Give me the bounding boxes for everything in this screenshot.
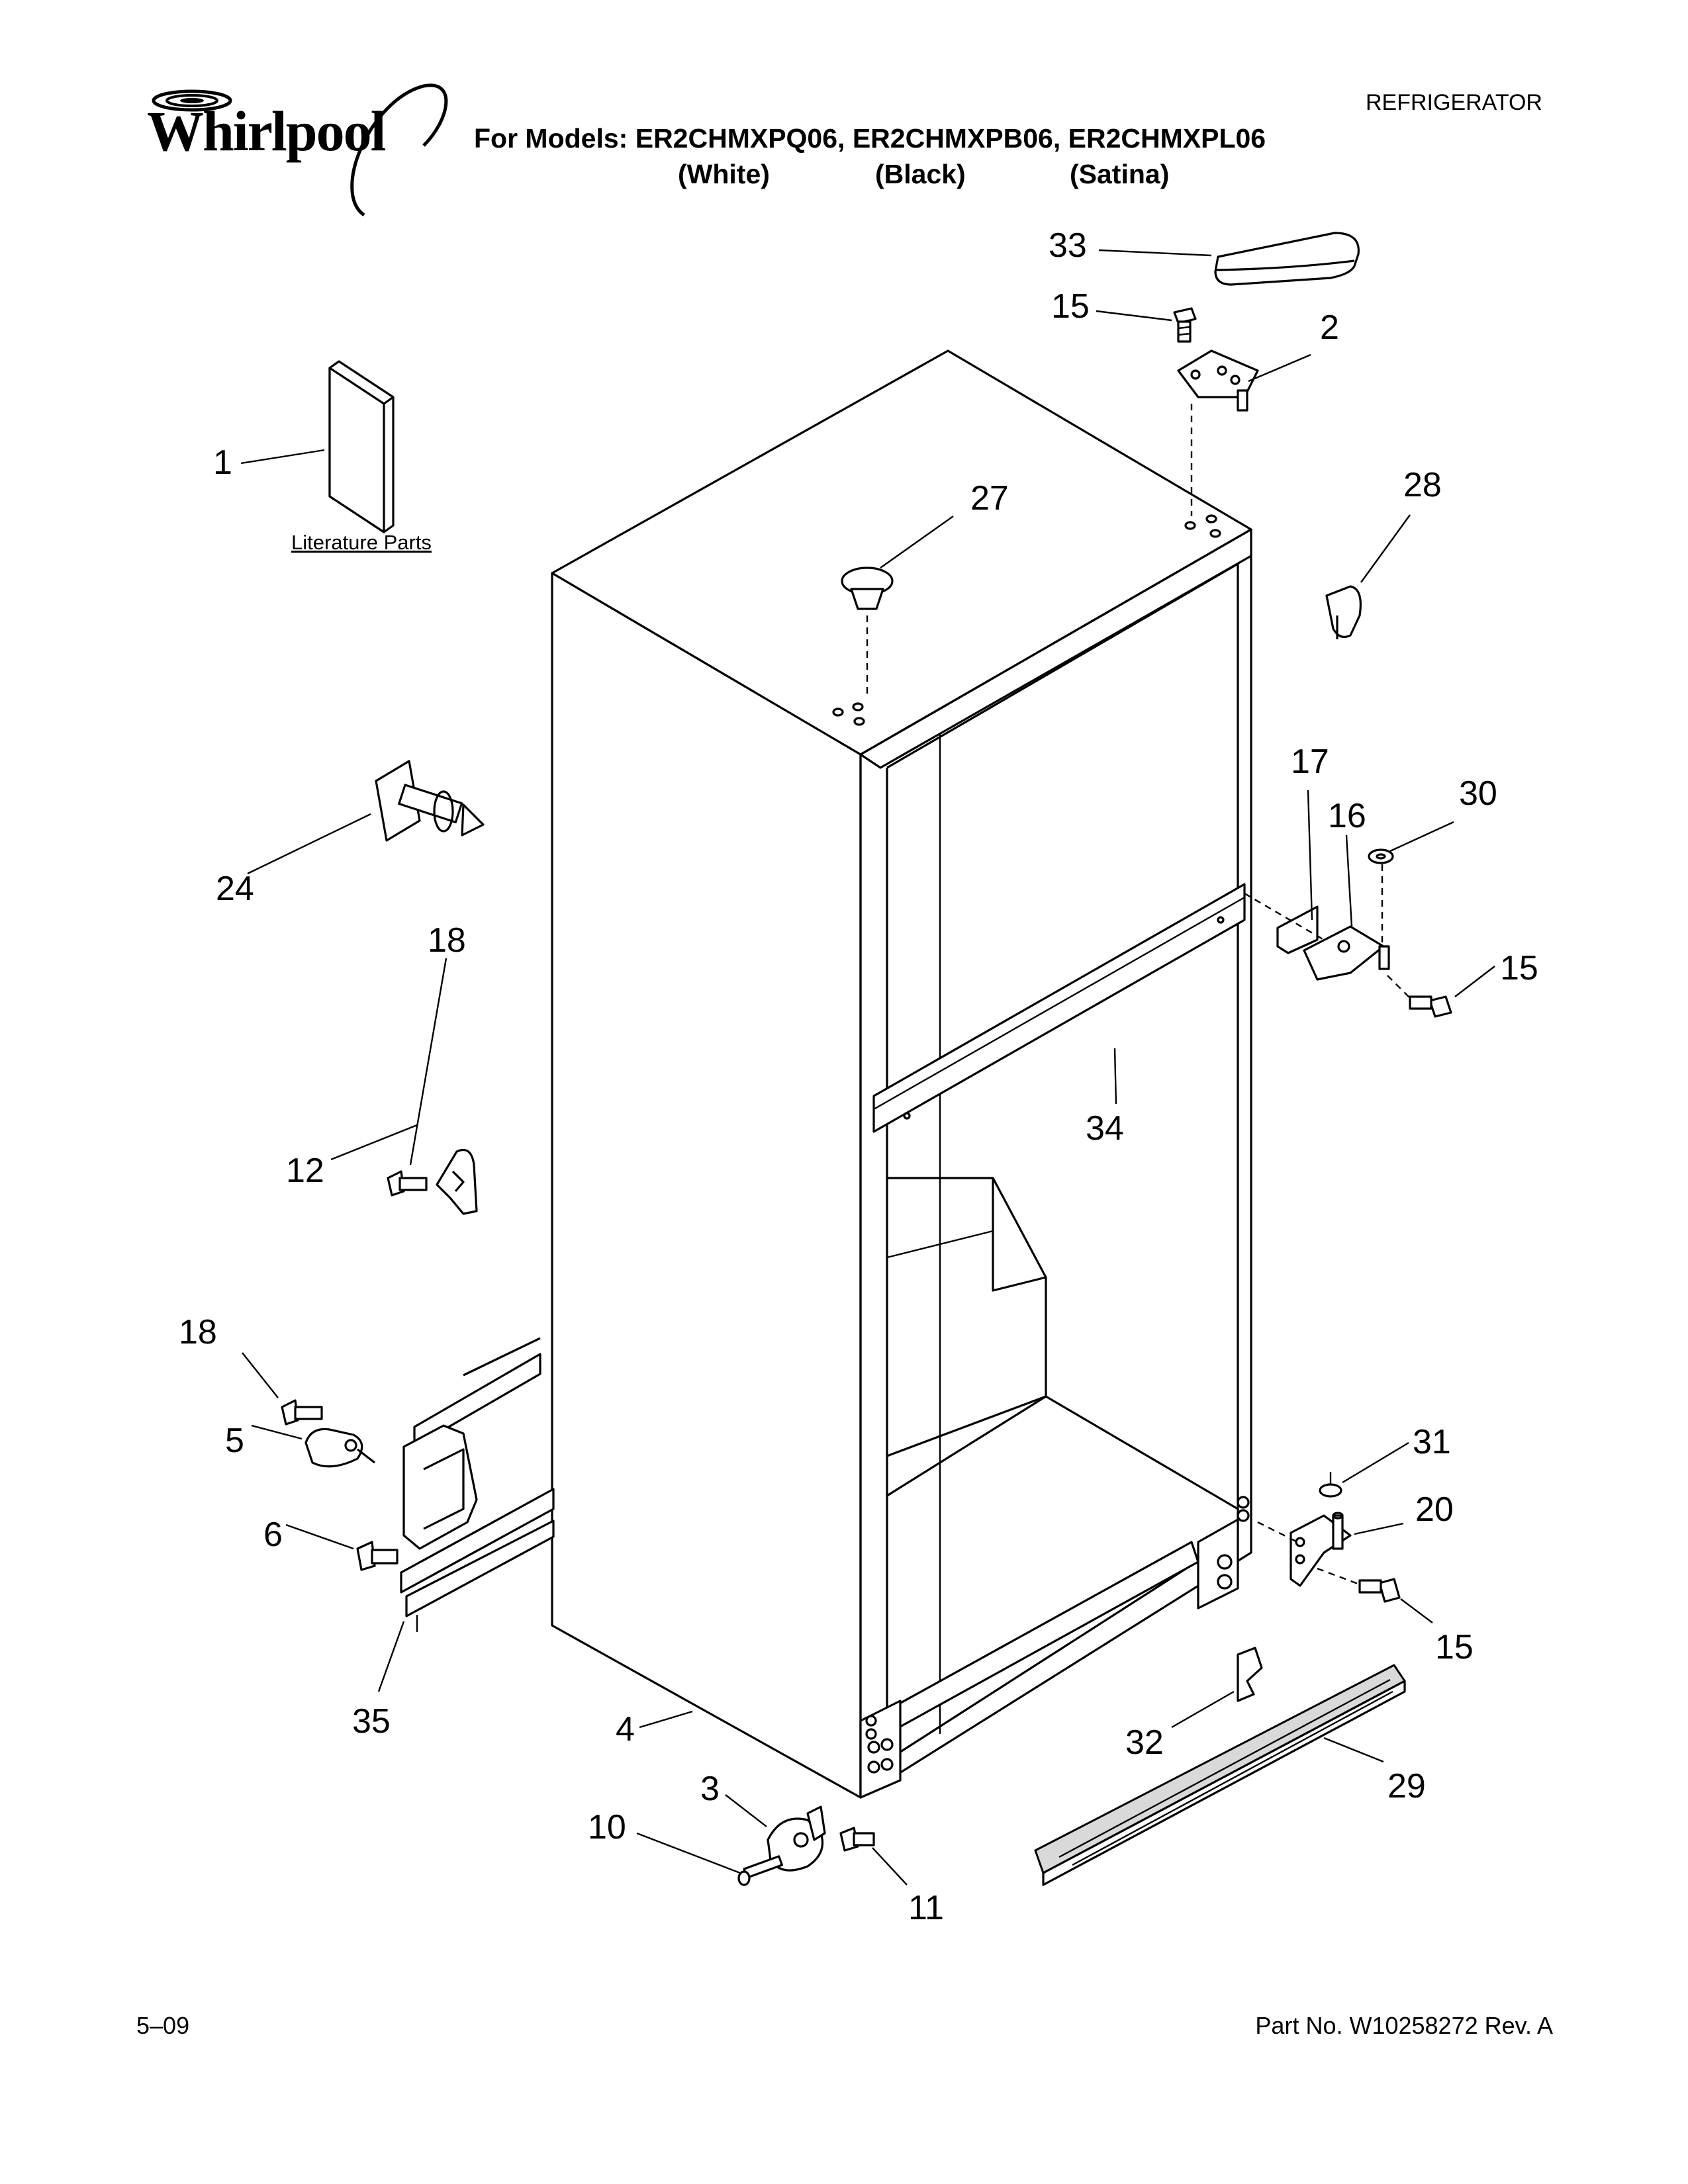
callout-16: 16 [1328, 797, 1366, 835]
screw-part-6 [356, 1541, 399, 1571]
center-hinge-part-16 [1303, 925, 1390, 981]
callout-4: 4 [616, 1710, 635, 1749]
clamp-part-5 [305, 1428, 375, 1468]
callout-11: 11 [908, 1889, 944, 1927]
callout-35: 35 [352, 1702, 391, 1741]
cabinet-part-4 [551, 349, 1252, 1799]
screw-15-top [1173, 307, 1197, 343]
door-stop-part-24 [375, 760, 485, 842]
pin-part-10 [737, 1855, 784, 1886]
callout-10: 10 [588, 1808, 626, 1846]
top-hinge-part-2 [1177, 349, 1259, 516]
plug-button-part-27 [841, 567, 894, 695]
variant-black: (Black) [875, 159, 966, 189]
callout-2: 2 [1320, 308, 1339, 347]
screw-18-lower [281, 1399, 323, 1426]
screw-18-upper [387, 1170, 428, 1197]
category-label: REFRIGERATOR [1366, 90, 1542, 115]
callout-5: 5 [225, 1422, 244, 1460]
callout-12: 12 [286, 1152, 324, 1190]
bracket-part-35 [400, 1337, 555, 1632]
grille-clip-part-32 [1237, 1647, 1263, 1702]
callout-34: 34 [1086, 1109, 1124, 1148]
callout-15-top: 15 [1051, 287, 1090, 326]
callout-27: 27 [970, 479, 1009, 518]
callout-3: 3 [700, 1770, 720, 1808]
variant-white: (White) [678, 159, 770, 189]
clip-part-12 [436, 1148, 478, 1215]
callout-labels: 1 2 3 4 5 6 10 11 12 15 15 15 15 16 17 1… [179, 226, 1538, 1927]
callout-33: 33 [1049, 226, 1087, 265]
callout-31: 31 [1413, 1423, 1451, 1461]
leveling-bracket-part-3 [767, 1805, 826, 1872]
callout-15-middle: 15 [1500, 949, 1538, 987]
hinge-cover-part-33 [1214, 232, 1360, 286]
brand-wordmark: Whirlpool [147, 99, 387, 163]
variant-satina: (Satina) [1070, 159, 1170, 189]
models-line: For Models: ER2CHMXPQ06, ER2CHMXPB06, ER… [474, 123, 1266, 154]
callout-20: 20 [1415, 1490, 1454, 1529]
screw-15-middle [1387, 975, 1452, 1018]
hinge-bracket-part-17 [1244, 892, 1325, 954]
bottom-hinge-part-20 [1257, 1512, 1371, 1590]
washer-part-30 [1368, 848, 1394, 944]
base-grille-part-29 [1034, 1664, 1406, 1886]
callout-1: 1 [213, 443, 232, 482]
literature-parts-label: Literature Parts [291, 531, 432, 554]
footer-date: 5–09 [136, 2012, 190, 2039]
screw-15-lower [1358, 1578, 1401, 1603]
callout-24: 24 [216, 870, 254, 908]
logo-swirl-icon [152, 83, 448, 217]
literature-parts-part-1 [328, 360, 395, 533]
callout-32: 32 [1125, 1723, 1164, 1762]
callout-29: 29 [1387, 1767, 1426, 1805]
leader-lines [240, 249, 1495, 1886]
divider-bar-part-34 [872, 883, 1246, 1133]
callout-28: 28 [1403, 466, 1442, 504]
washer-part-31 [1319, 1472, 1342, 1498]
callout-30: 30 [1459, 774, 1497, 813]
callout-18-lower: 18 [179, 1313, 217, 1351]
callout-6: 6 [263, 1516, 283, 1554]
callout-18-upper: 18 [428, 921, 466, 960]
callout-15-lower: 15 [1435, 1628, 1474, 1666]
screw-part-11 [839, 1827, 875, 1852]
footer-part-number: Part No. W10258272 Rev. A [1255, 2012, 1553, 2039]
callout-17: 17 [1291, 743, 1329, 781]
hinge-cap-part-28 [1325, 585, 1362, 639]
